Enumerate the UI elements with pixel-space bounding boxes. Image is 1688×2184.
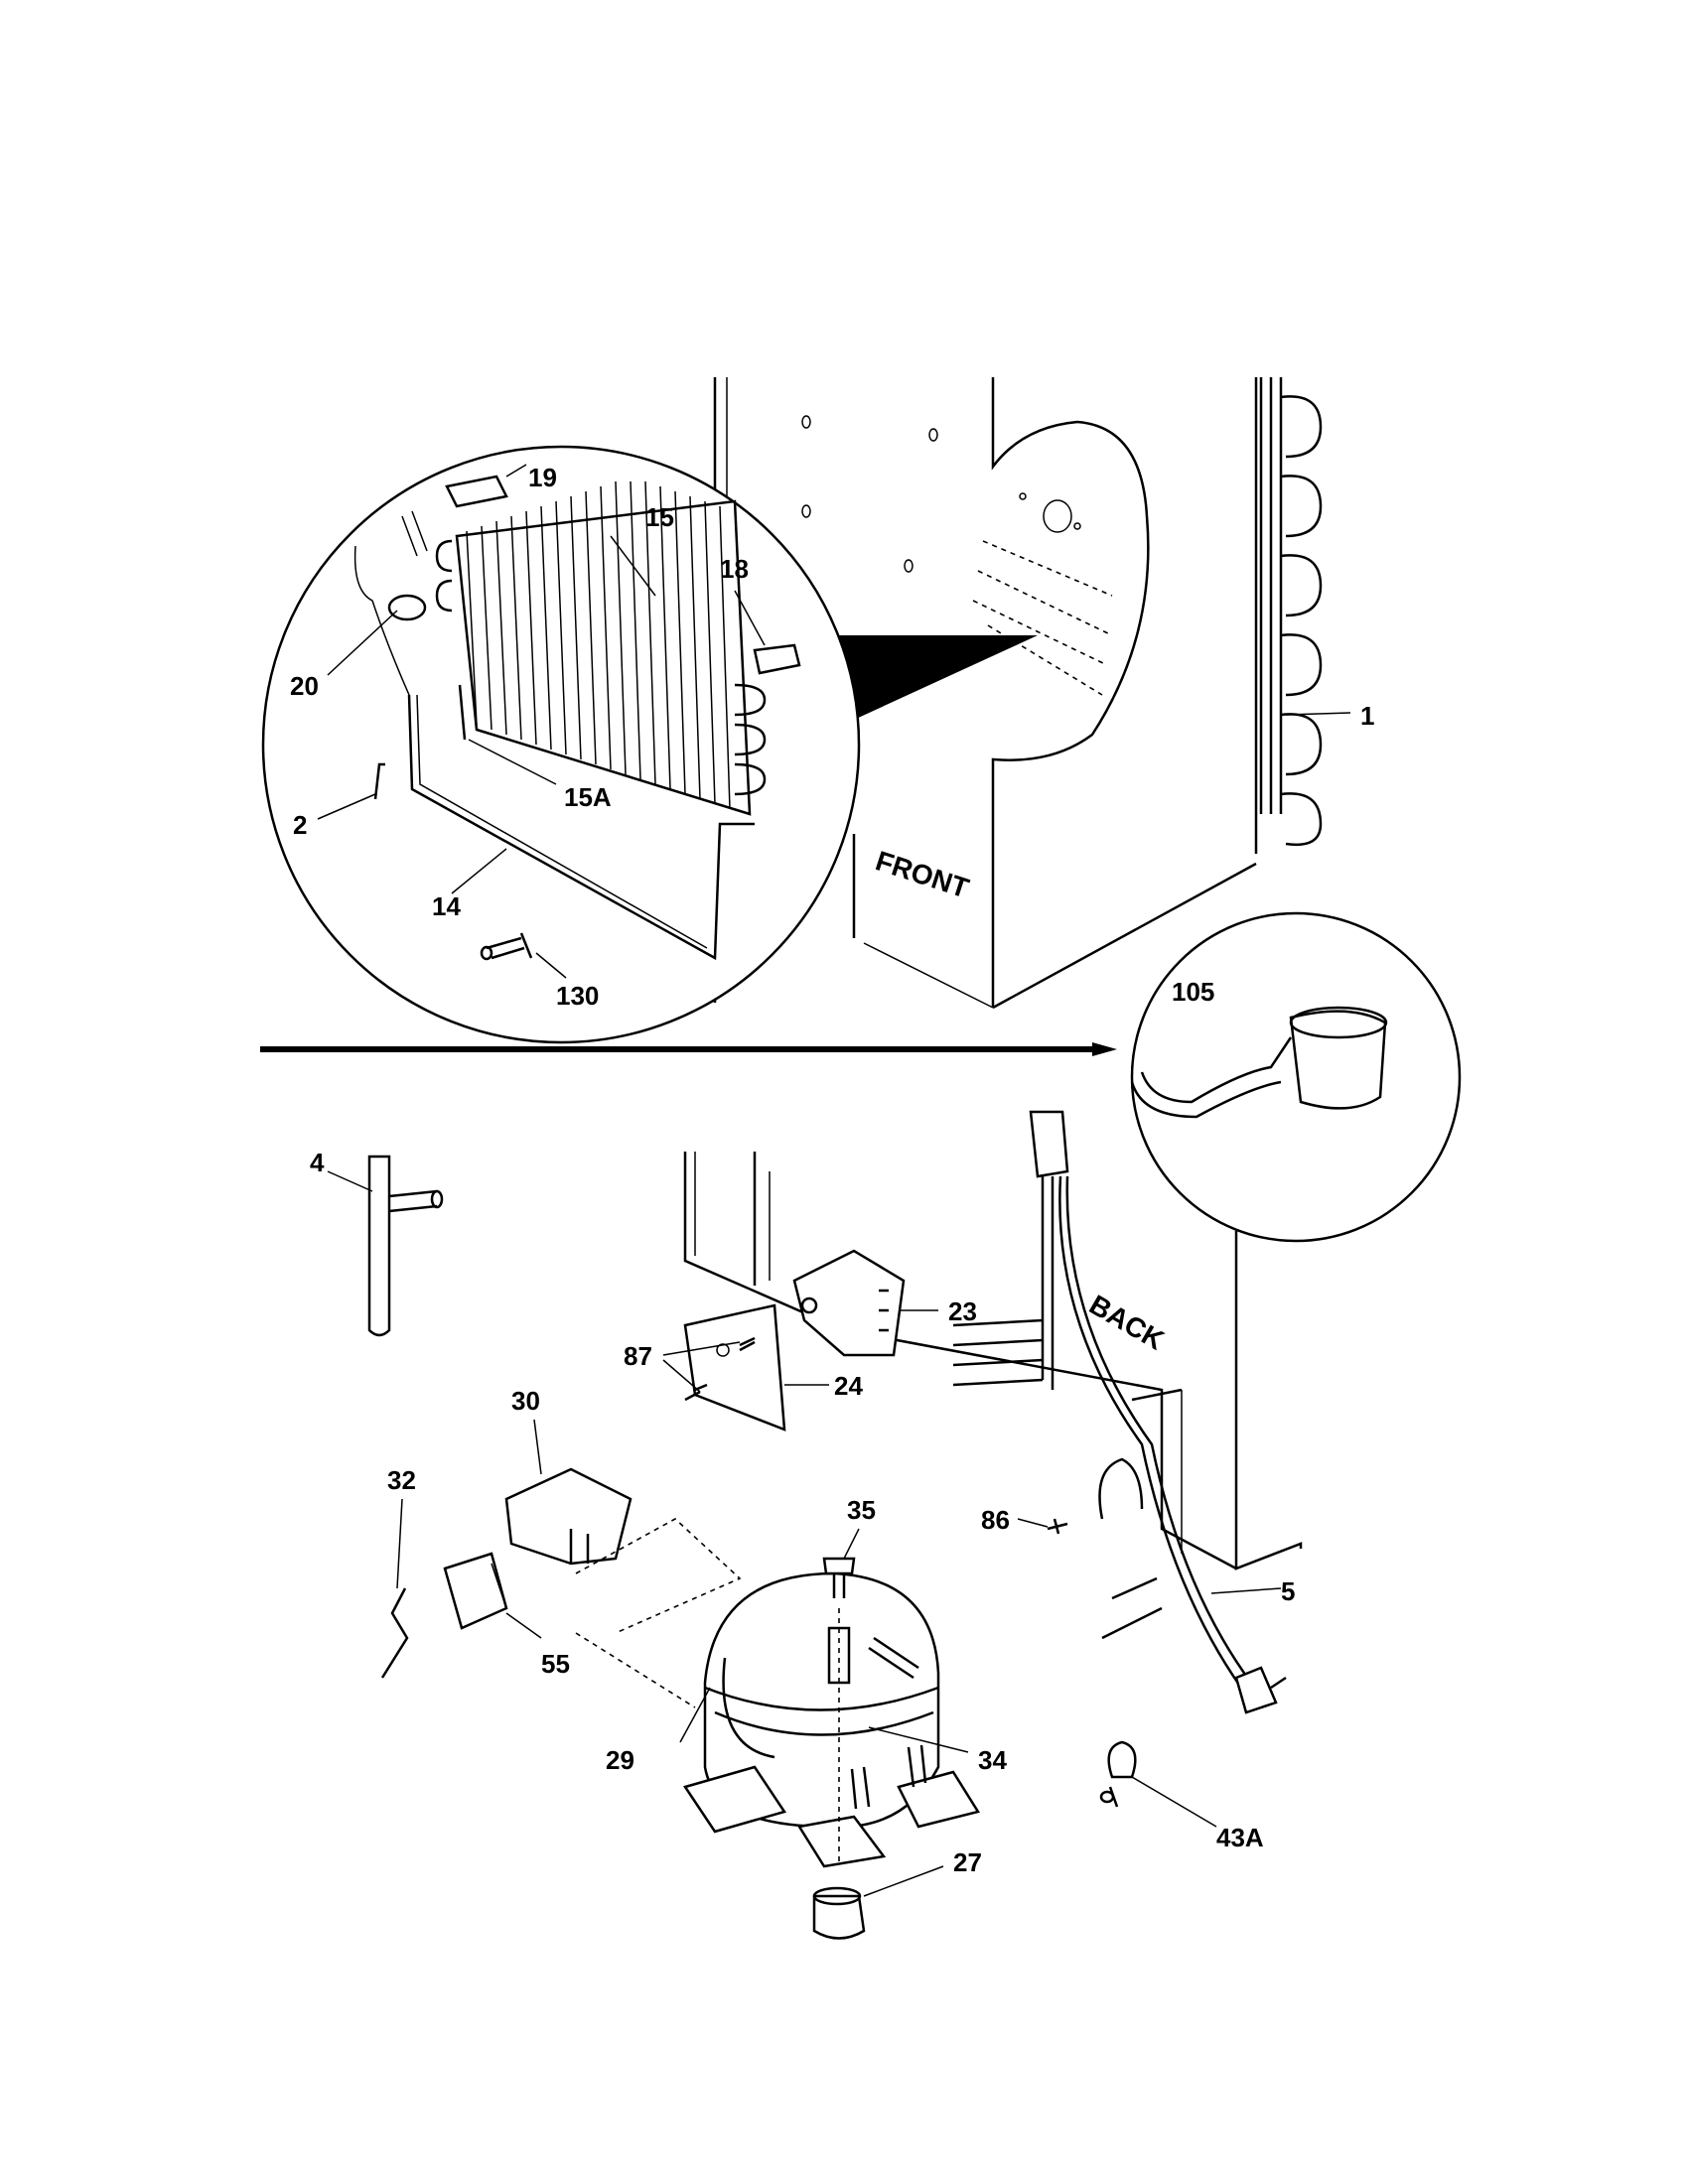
wire-clip xyxy=(380,1587,409,1679)
leader-lines xyxy=(317,464,1351,1897)
section-divider xyxy=(260,1042,1117,1056)
bracket-screws xyxy=(684,1336,756,1402)
timer-bracket xyxy=(683,1303,786,1432)
part-label-15: 15 xyxy=(645,502,674,532)
drain-pan-detail-circle xyxy=(1130,911,1462,1243)
cord-clamp xyxy=(1099,1740,1137,1808)
part-label-18: 18 xyxy=(720,554,749,584)
relay-mount-guide xyxy=(575,1518,742,1708)
cabinet-lower xyxy=(683,1152,1303,1570)
part-label-32: 32 xyxy=(387,1465,416,1495)
part-label-34: 34 xyxy=(978,1745,1007,1775)
part-label-5: 5 xyxy=(1281,1576,1295,1606)
part-label-55: 55 xyxy=(541,1649,570,1679)
part-label-43a: 43A xyxy=(1216,1823,1264,1852)
part-label-130: 130 xyxy=(556,981,599,1011)
compressor-grommet xyxy=(812,1886,866,1940)
compressor xyxy=(683,1571,980,1868)
part-label-35: 35 xyxy=(847,1495,876,1525)
defrost-timer xyxy=(792,1249,906,1357)
front-label: FRONT xyxy=(872,845,972,903)
part-label-20: 20 xyxy=(290,671,319,701)
overload-protector xyxy=(443,1552,508,1630)
drain-pan-assembly xyxy=(1130,1006,1388,1119)
part-label-30: 30 xyxy=(511,1386,540,1416)
cabinet-upper xyxy=(713,377,1258,1010)
filter-drier xyxy=(367,1155,444,1337)
part-label-86: 86 xyxy=(981,1505,1010,1535)
condenser-coil xyxy=(1259,377,1323,847)
part-label-1: 1 xyxy=(1360,701,1374,731)
part-label-2: 2 xyxy=(293,810,307,840)
evaporator-assembly xyxy=(353,475,801,961)
mounting-sleeve xyxy=(827,1608,851,1866)
part-label-27: 27 xyxy=(953,1847,982,1877)
detail-pointer-wedge xyxy=(819,635,1038,720)
part-label-29: 29 xyxy=(606,1745,634,1775)
power-cord-harness xyxy=(952,1110,1287,1714)
part-label-105: 105 xyxy=(1172,977,1214,1007)
part-label-24: 24 xyxy=(834,1371,863,1401)
part-label-15a: 15A xyxy=(564,782,612,812)
ground-screw xyxy=(1047,1518,1068,1535)
part-label-4: 4 xyxy=(310,1148,325,1177)
evaporator-detail-circle xyxy=(261,445,861,1044)
part-label-19: 19 xyxy=(528,463,557,492)
part-label-87: 87 xyxy=(624,1341,652,1371)
part-label-14: 14 xyxy=(432,891,461,921)
start-relay xyxy=(504,1467,633,1566)
part-label-23: 23 xyxy=(948,1297,977,1326)
